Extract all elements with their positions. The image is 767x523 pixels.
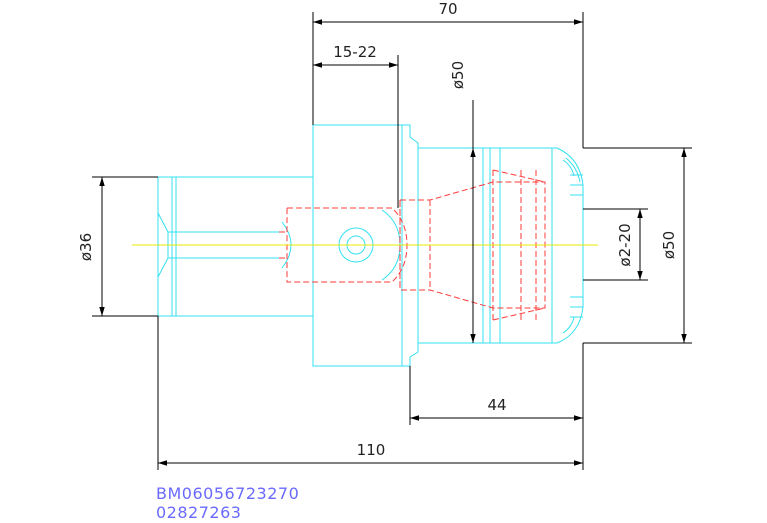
dim-front-length: 44: [487, 396, 506, 414]
dim-nose-dia: ø50: [660, 231, 678, 259]
dim-overall-length: 110: [357, 441, 386, 459]
dim-shank-dia: ø36: [77, 233, 95, 261]
dim-flange-dia: ø50: [449, 61, 467, 89]
part-code-1: BM06056723270: [156, 484, 300, 503]
dim-clamp-range: 15-22: [333, 43, 377, 61]
part-code-2: 02827263: [156, 503, 242, 522]
dimension-lines: [92, 12, 692, 470]
part-outline: [157, 124, 584, 367]
dim-bore-range: ø2-20: [616, 223, 634, 266]
dim-overall-top: 70: [438, 0, 457, 18]
